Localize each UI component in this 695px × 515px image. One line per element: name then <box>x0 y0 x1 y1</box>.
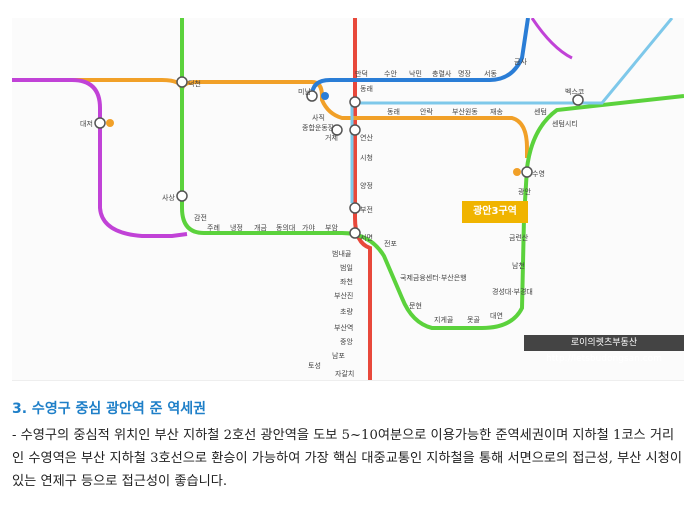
station-toseong: 토성 <box>308 361 321 370</box>
station-sports: 종합운동장 <box>302 123 335 132</box>
station-myeongjang: 명장 <box>458 69 471 78</box>
station-jagalchi: 자갈치 <box>335 369 354 378</box>
station-gamjeon: 감전 <box>194 213 207 222</box>
caption-body: - 수영구의 중심적 위치인 부산 지하철 2호선 광안역을 도보 5~10여분… <box>12 428 682 489</box>
line-4-path <box>310 18 530 97</box>
station-jungang: 중앙 <box>340 338 353 346</box>
station-beomil: 범일 <box>340 263 353 272</box>
station-dongnae: 동래 <box>360 84 373 93</box>
watermark: 로이의렛츠부동산 http://letsbudongsan.com <box>524 335 684 364</box>
station-buam: 부암 <box>325 224 338 232</box>
station-geoje: 거제 <box>325 133 338 142</box>
line-3-path <box>12 78 529 158</box>
station-jurye: 주례 <box>207 223 220 232</box>
station-gwangan: 광안 <box>518 187 531 196</box>
gimhae-line-path <box>12 78 188 238</box>
line-2-path <box>180 18 684 330</box>
station-deokcheon: 덕천 <box>188 79 201 88</box>
gwangan-area-callout: 광안3구역 <box>462 201 528 223</box>
station-daejeo: 대저 <box>80 119 93 128</box>
station-bexco: 벡스코 <box>565 87 585 96</box>
station-yangjeong: 양정 <box>360 181 373 190</box>
subway-map-graphic: 덕천 대저 미남 동래 거제 연산 부전 서면 사상 수영 광안 센텀시티 벡스… <box>12 18 684 380</box>
station-anrak: 안락 <box>420 107 433 116</box>
station-centum-donghae: 센텀 <box>534 107 547 116</box>
station-seomyeon: 서면 <box>360 233 373 242</box>
station-mandeok: 만덕 <box>355 69 368 78</box>
station-busan-bank: 국제금융센터·부산은행 <box>400 273 467 282</box>
station-daeyeon: 대연 <box>490 312 503 320</box>
station-naengjeong: 냉정 <box>230 223 243 232</box>
station-sajik: 사직 <box>312 113 325 122</box>
purple-branch-top <box>530 18 573 60</box>
station-jeonpo: 전포 <box>384 239 397 248</box>
station-busanstation: 부산역 <box>334 323 353 332</box>
subway-map: 덕천 대저 미남 동래 거제 연산 부전 서면 사상 수영 광안 센텀시티 벡스… <box>12 18 684 381</box>
station-chungnyeolsa: 충렬사 <box>432 69 452 78</box>
station-jaesong: 재송 <box>490 108 503 116</box>
station-beomnaegol: 범내골 <box>332 249 352 258</box>
station-namcheon: 남천 <box>512 261 525 270</box>
station-dongnae-donghae: 동래 <box>387 107 400 116</box>
caption: 3. 수영구 중심 광안역 준 역세권 - 수영구의 중심적 위치인 부산 지하… <box>12 398 684 493</box>
station-geumsa: 금사 <box>514 57 527 66</box>
station-busanwondong: 부산원동 <box>452 107 478 116</box>
station-nangmin: 낙민 <box>409 69 422 78</box>
station-jwacheon: 좌천 <box>340 277 353 286</box>
station-jigegol: 지게골 <box>434 315 454 324</box>
station-minam: 미남 <box>298 87 311 96</box>
station-munhyeon: 문현 <box>409 302 422 310</box>
line-1-path <box>353 18 372 380</box>
caption-heading: 3. 수영구 중심 광안역 준 역세권 <box>12 401 206 417</box>
station-gyeongseong: 경성대·부경대 <box>492 287 533 296</box>
station-gaegeum: 개금 <box>254 223 267 232</box>
donghae-line-path <box>350 18 674 203</box>
station-gaya: 가야 <box>302 223 315 232</box>
station-suyeong: 수영 <box>532 169 545 178</box>
station-choryang: 초량 <box>340 308 353 316</box>
station-dongeui: 동의대 <box>276 223 295 232</box>
station-nampo: 남포 <box>332 351 345 360</box>
station-cityhall: 시청 <box>360 154 373 162</box>
station-bujeon: 부전 <box>360 205 373 214</box>
station-suan: 수안 <box>384 69 397 78</box>
station-mot: 못골 <box>467 316 480 324</box>
station-yeonsan: 연산 <box>360 133 373 142</box>
station-sasang: 사상 <box>162 193 175 202</box>
station-busanjin: 부산진 <box>334 291 353 300</box>
station-geumnyeon: 금련산 <box>509 233 529 242</box>
station-centum: 센텀시티 <box>552 119 578 128</box>
station-seodong: 서동 <box>484 69 497 78</box>
